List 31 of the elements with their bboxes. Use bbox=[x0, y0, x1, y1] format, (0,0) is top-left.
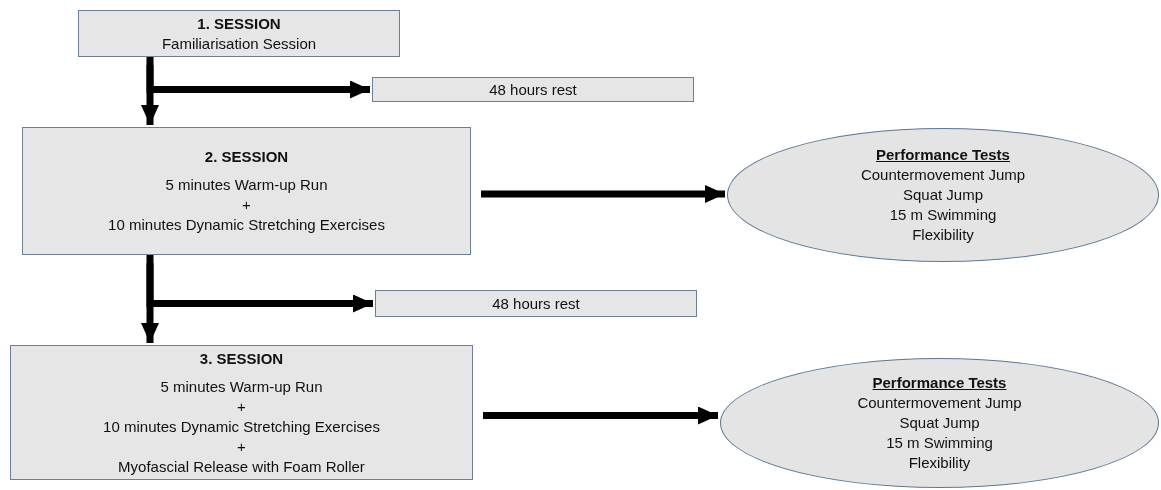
box-text: + bbox=[242, 195, 251, 215]
box-text: Flexibility bbox=[912, 225, 974, 245]
rest-box bbox=[375, 290, 697, 317]
box-text: Squat Jump bbox=[899, 413, 980, 433]
session-box bbox=[10, 345, 473, 480]
session-box bbox=[22, 127, 471, 255]
box-text: 15 m Swimming bbox=[889, 205, 997, 225]
box-text: Squat Jump bbox=[902, 185, 983, 205]
box-text: Familiarisation Session bbox=[161, 33, 317, 54]
box-text: 48 hours rest bbox=[492, 293, 580, 314]
box-text: 48 hours rest bbox=[489, 79, 577, 100]
box-heading: Performance Tests bbox=[876, 145, 1010, 165]
box-heading: 1. SESSION bbox=[197, 13, 281, 34]
box-text: + bbox=[237, 436, 246, 457]
arrow bbox=[146, 57, 370, 99]
box-text: Countermovement Jump bbox=[857, 393, 1022, 413]
box-text: 5 minutes Warm-up Run bbox=[165, 175, 328, 195]
box-heading: Performance Tests bbox=[872, 373, 1007, 393]
box-heading: 2. SESSION bbox=[204, 147, 289, 167]
box-text: Countermovement Jump bbox=[860, 165, 1026, 185]
box-text: 15 m Swimming bbox=[886, 433, 993, 453]
box-text: 10 minutes Dynamic Stretching Exercises bbox=[108, 215, 385, 235]
rest-box bbox=[372, 77, 694, 102]
box-heading: 3. SESSION bbox=[199, 348, 284, 369]
arrow bbox=[146, 255, 373, 313]
box-text: + bbox=[237, 396, 246, 417]
session-box bbox=[78, 10, 400, 57]
box-text: 10 minutes Dynamic Stretching Exercises bbox=[103, 416, 380, 437]
box-text: 5 minutes Warm-up Run bbox=[160, 376, 323, 397]
box-text: Myofascial Release with Foam Roller bbox=[118, 456, 365, 477]
box-text: Flexibility bbox=[908, 453, 971, 473]
